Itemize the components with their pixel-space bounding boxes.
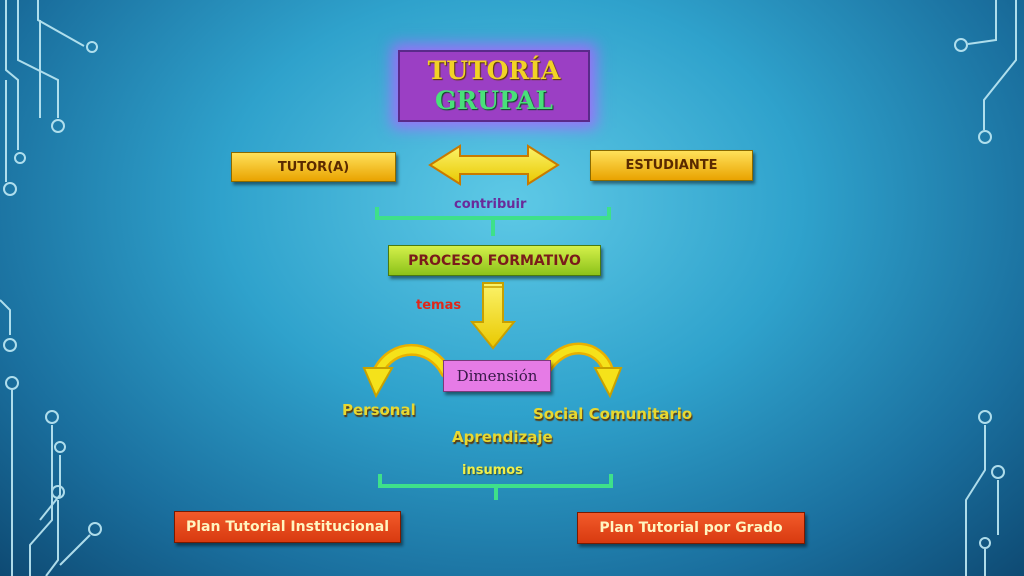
contribuir-label: contribuir [454,197,527,212]
insumos-bracket [378,474,613,500]
plan-institucional-node: Plan Tutorial Institucional [174,511,401,543]
title-line-1: TUTORÍA [427,56,561,85]
curved-arrow-left-icon [362,344,452,399]
plan-grado-node: Plan Tutorial por Grado [577,512,805,544]
down-arrow-icon [469,282,517,350]
proceso-formativo-node: PROCESO FORMATIVO [388,245,601,276]
curved-arrow-right-icon [539,342,623,399]
social-comunitario-label: Social Comunitario [533,405,693,423]
double-arrow-icon [428,144,560,186]
tutor-node: TUTOR(A) [231,152,396,182]
temas-label: temas [416,298,462,313]
title-box: TUTORÍA GRUPAL [398,50,590,122]
dimension-node: Dimensión [443,360,551,392]
estudiante-node: ESTUDIANTE [590,150,753,181]
aprendizaje-label: Aprendizaje [452,428,553,446]
personal-label: Personal [342,401,416,419]
title-line-2: GRUPAL [435,86,553,115]
insumos-label: insumos [462,463,523,478]
contribuir-bracket [375,207,611,236]
